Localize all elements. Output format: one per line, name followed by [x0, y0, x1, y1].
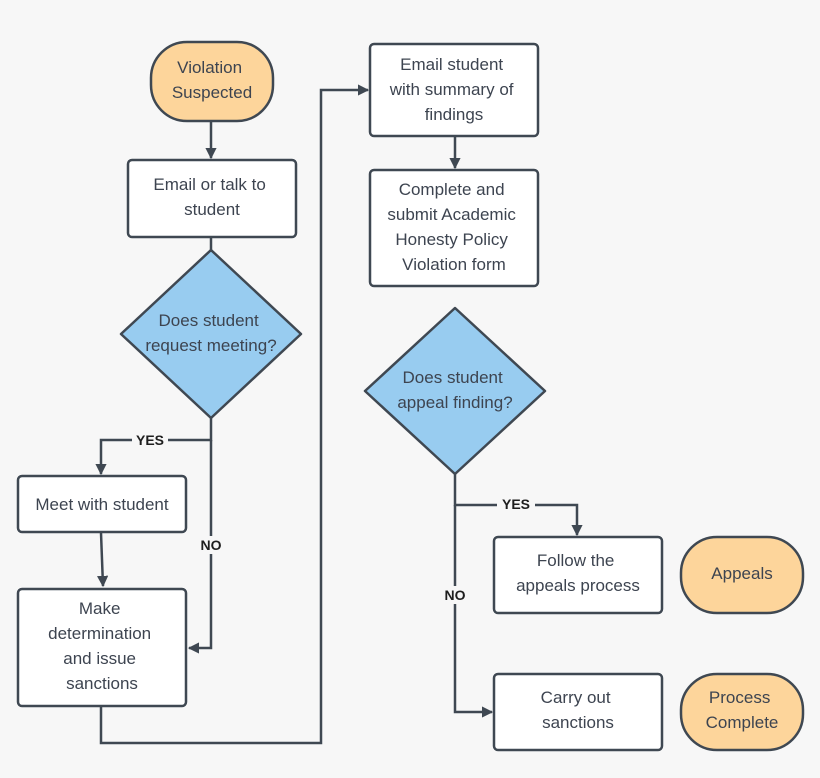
node-label: Email student with summary of findings	[389, 55, 518, 124]
terminal-process-complete[interactable]: Process Complete	[679, 672, 805, 752]
node-label: Follow the appeals process	[516, 551, 640, 595]
node-label: Meet with student	[35, 495, 169, 514]
process-carry-out[interactable]: Carry out sanctions	[492, 672, 664, 752]
node-label: Appeals	[711, 564, 772, 583]
process-follow-appeals[interactable]: Follow the appeals process	[492, 535, 664, 615]
node-label: Email or talk to student	[153, 175, 270, 219]
process-meet-with-student[interactable]: Meet with student	[16, 474, 188, 534]
node-label: Carry out sanctions	[541, 688, 616, 732]
process-complete-form[interactable]: Complete and submit Academic Honesty Pol…	[368, 168, 540, 288]
edge-label-meeting-yes: YES	[136, 432, 164, 448]
node-label: Does student appeal finding?	[397, 368, 512, 412]
connector-meet-to-determination	[96, 532, 109, 588]
edge-label-meeting-no: NO	[201, 537, 222, 553]
process-email-or-talk[interactable]: Email or talk to student	[126, 158, 298, 239]
process-email-summary[interactable]: Email student with summary of findings	[368, 42, 540, 138]
node-label: Make determination and issue sanctions	[48, 599, 156, 693]
terminal-appeals[interactable]: Appeals	[679, 535, 805, 615]
edge-label-appeal-no: NO	[445, 587, 466, 603]
process-make-determination[interactable]: Make determination and issue sanctions	[16, 587, 188, 708]
terminal-violation-suspected[interactable]: Violation Suspected	[149, 40, 275, 123]
decision-appeal-finding[interactable]: Does student appeal finding?	[363, 306, 547, 476]
node-label: Complete and submit Academic Honesty Pol…	[387, 180, 520, 274]
edge-label-appeal-yes: YES	[502, 496, 530, 512]
connector-meeting-no	[187, 440, 213, 654]
decision-request-meeting[interactable]: Does student request meeting?	[119, 248, 303, 420]
node-label: Does student request meeting?	[145, 311, 276, 355]
node-label: Violation Suspected	[172, 58, 252, 102]
connector-appeal-no	[453, 505, 494, 718]
connector-determination-to-email-summary	[99, 84, 370, 745]
node-label: Process Complete	[706, 688, 779, 732]
